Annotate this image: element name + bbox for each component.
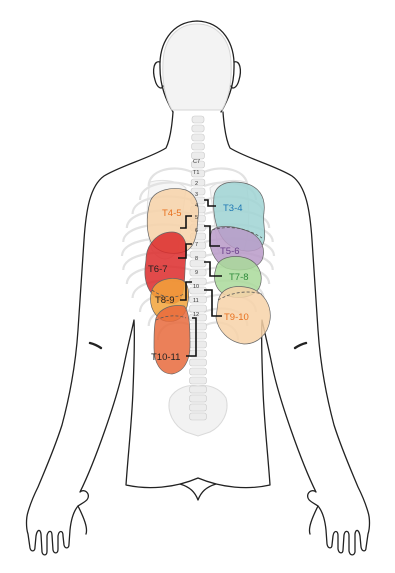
vertebra [190, 413, 207, 420]
vertebra-label-5: 5 [195, 215, 198, 221]
skull [163, 24, 231, 110]
label-t10-11: T10-11 [151, 352, 180, 363]
label-t4-5: T4-5 [162, 208, 182, 219]
label-t6-7: T6-7 [148, 264, 168, 275]
label-t3-4: T3-4 [223, 203, 243, 214]
vertebra [190, 341, 207, 348]
right-thumb [309, 506, 318, 534]
label-t9-10: T9-10 [224, 312, 249, 323]
vertebra-label-9: 9 [195, 270, 198, 276]
vertebra-label-8: 8 [195, 256, 198, 262]
vertebra-label-4: 4 [195, 203, 198, 209]
gluteal-line [180, 484, 216, 500]
vertebra-label-3: 3 [195, 192, 198, 198]
vertebra-label-11: 11 [193, 298, 199, 304]
vertebra-label-10: 10 [193, 284, 199, 290]
vertebra-label-t1: T1 [193, 170, 199, 176]
vertebra [192, 152, 205, 159]
vertebra [190, 332, 207, 339]
left-elbow-mark [90, 343, 101, 348]
vertebra [190, 395, 207, 402]
right-elbow-mark [295, 343, 306, 348]
vertebra [192, 125, 204, 132]
vertebra [192, 116, 204, 123]
left-thumb [78, 506, 87, 534]
vertebra [190, 305, 207, 312]
vertebra-label-c7: C7 [193, 159, 200, 165]
vertebra-label-7: 7 [195, 242, 198, 248]
label-t8-9: T8-9 [155, 295, 175, 306]
vertebra [190, 368, 207, 375]
vertebra [190, 359, 207, 366]
vertebra-label-6: 6 [195, 228, 198, 234]
vertebra-label-2: 2 [195, 181, 198, 187]
vertebra-label-12: 12 [193, 312, 199, 318]
vertebra [192, 134, 205, 141]
vertebra [192, 143, 205, 150]
vertebra [190, 323, 207, 330]
label-t7-8: T7-8 [229, 272, 249, 283]
vertebra [190, 404, 207, 411]
vertebra [190, 386, 207, 393]
label-t5-6: T5-6 [220, 246, 240, 257]
vertebra [190, 377, 207, 384]
